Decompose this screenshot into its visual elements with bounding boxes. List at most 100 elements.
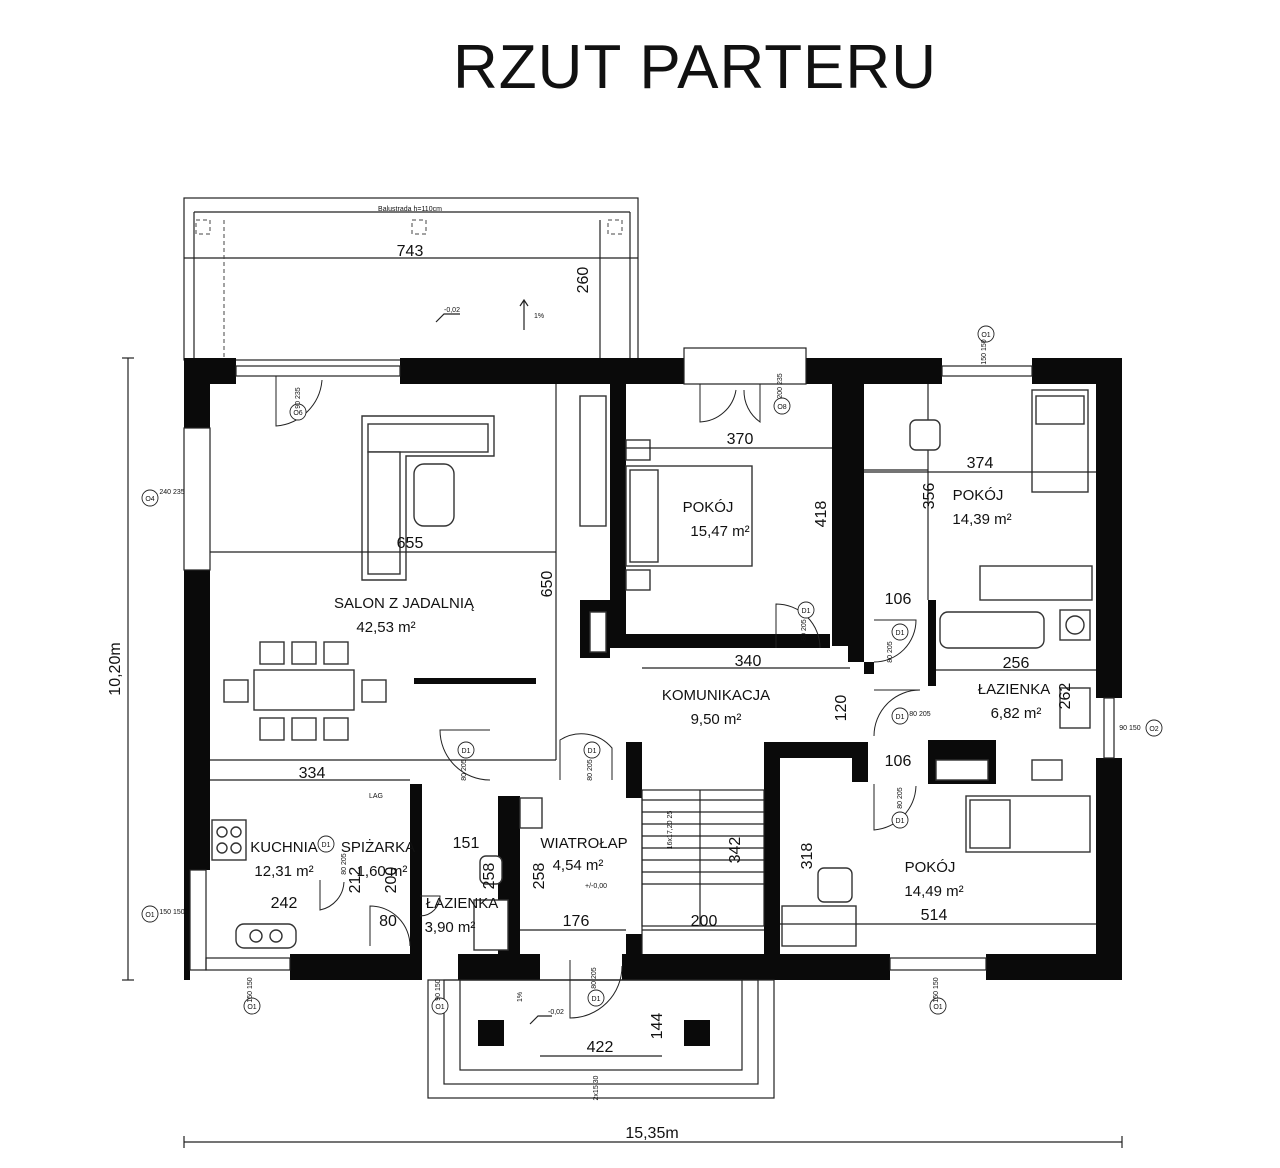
svg-text:90 235: 90 235 — [295, 387, 302, 409]
svg-text:80 205: 80 205 — [461, 759, 468, 781]
dim-pokoj3-width: 514 — [921, 907, 948, 924]
overall-width-dim: 15,35m — [625, 1125, 678, 1142]
dim-vestibule-width: 176 — [563, 913, 590, 930]
svg-text:80 205: 80 205 — [909, 711, 931, 718]
dim-pokoj3-height: 318 — [799, 843, 816, 870]
svg-text:240 235: 240 235 — [159, 489, 184, 496]
room-name-lazienka-1: ŁAZIENKA — [978, 681, 1051, 698]
svg-text:O1: O1 — [435, 1004, 444, 1011]
terrace: Balustrada h=110cm 743 260 -0,02 1% — [183, 197, 639, 361]
svg-text:200 235: 200 235 — [777, 373, 784, 398]
tag-d1-bath: D1 80 205 — [891, 707, 931, 725]
interior-walls — [210, 384, 996, 954]
room-name-spizarka: SPIŻARKA — [341, 838, 415, 856]
svg-text:O1: O1 — [247, 1004, 256, 1011]
terrace-note: Balustrada h=110cm — [378, 206, 442, 213]
svg-text:80 205: 80 205 — [587, 759, 594, 781]
dim-salon-height: 650 — [539, 571, 556, 598]
terrace-level: -0,02 — [444, 307, 460, 314]
room-area-lazienka-1: 6,82 m² — [991, 705, 1042, 722]
tag-o1-left: O1 150 150 — [141, 905, 185, 923]
room-name-pokoj-3: POKÓJ — [905, 859, 956, 876]
room-area-pokoj-3: 14,49 m² — [904, 883, 963, 900]
opening-tags: O6 90 235 O8 200 235 O4 240 235 O1 150 1… — [141, 325, 1163, 1015]
stairs-note: 16x17,20 25 — [667, 811, 674, 850]
tag-d1-vestibule: D1 80 205 — [583, 741, 601, 781]
svg-text:80 205: 80 205 — [887, 641, 894, 663]
svg-text:90 150: 90 150 — [1119, 725, 1141, 732]
tag-o8: O8 200 235 — [773, 373, 791, 415]
dim-bath-height: 262 — [1057, 683, 1074, 710]
page-title: RZUT PARTERU — [453, 33, 937, 102]
svg-text:O1: O1 — [981, 332, 990, 339]
porch-slope: 1% — [517, 992, 524, 1002]
dim-106-lower: 106 — [885, 753, 912, 770]
room-name-pokoj-1: POKÓJ — [683, 499, 734, 516]
dim-stairs-height: 342 — [727, 837, 744, 864]
terrace-slope: 1% — [534, 313, 544, 320]
svg-text:D1: D1 — [322, 842, 331, 849]
furniture — [211, 389, 1093, 951]
stairs: 16x17,20 25 — [641, 789, 765, 927]
porch-steps: 2x15 30 — [593, 1075, 600, 1100]
dim-pokoj2-height: 356 — [921, 483, 938, 510]
svg-text:O8: O8 — [777, 404, 786, 411]
pantry-note: LAG — [369, 793, 383, 800]
tag-d1-bedroom3: D1 80 205 — [891, 787, 909, 829]
svg-text:150 150: 150 150 — [933, 977, 940, 1002]
svg-text:80 205: 80 205 — [341, 853, 348, 875]
svg-text:D1: D1 — [592, 996, 601, 1003]
tag-d1-bedroom2: D1 80 205 — [887, 623, 909, 663]
tag-o1-bottom-left: O1 150 150 — [243, 977, 261, 1015]
svg-text:150 150: 150 150 — [159, 909, 184, 916]
room-name-komunikacja: KOMUNIKACJA — [662, 687, 770, 704]
svg-text:150 150: 150 150 — [247, 977, 254, 1002]
svg-text:D1: D1 — [802, 608, 811, 615]
room-area-spizarka: 1,60 m² — [357, 863, 408, 880]
tag-o1-bottom-right: O1 150 150 — [929, 977, 947, 1015]
tag-o6: O6 90 235 — [289, 387, 307, 421]
porch: -0,02 1% 2x15 30 — [427, 979, 775, 1100]
room-name-kuchnia: KUCHNIA — [250, 839, 318, 856]
room-area-wiatrolap: 4,54 m² — [553, 857, 604, 874]
dim-pokoj1-height: 418 — [813, 501, 830, 528]
dim-hall-height: 120 — [833, 695, 850, 722]
exterior-walls — [183, 347, 1122, 980]
svg-text:O1: O1 — [933, 1004, 942, 1011]
svg-text:80 205: 80 205 — [897, 787, 904, 809]
tag-o2: O2 90 150 — [1119, 719, 1163, 737]
room-name-wiatrolap: WIATROŁAP — [540, 835, 627, 852]
room-name-pokoj-2: POKÓJ — [953, 487, 1004, 504]
svg-text:80 205: 80 205 — [801, 619, 808, 641]
tag-o3: O1 90 150 — [431, 979, 449, 1015]
tag-d1-bedroom1: D1 80 205 — [797, 601, 815, 641]
svg-text:D1: D1 — [896, 630, 905, 637]
room-area-salon: 42,53 m² — [356, 619, 415, 636]
room-name-salon: SALON Z JADALNIĄ — [334, 595, 475, 612]
dim-106-upper: 106 — [885, 591, 912, 608]
tag-o4: O4 240 235 — [141, 489, 185, 507]
room-area-pokoj-1: 15,47 m² — [690, 523, 749, 540]
dim-salon-width: 655 — [397, 535, 424, 552]
dim-stairs-width: 200 — [691, 913, 718, 930]
svg-text:D1: D1 — [896, 818, 905, 825]
overall-height-dim: 10,20m — [107, 642, 124, 695]
terrace-depth-dim: 260 — [575, 267, 592, 294]
dim-pantry-height: 212 — [347, 867, 364, 894]
svg-text:D1: D1 — [462, 748, 471, 755]
dim-porch-width: 422 — [587, 1039, 614, 1056]
tag-d1-entrance: D1 80 205 — [587, 967, 605, 1007]
room-area-pokoj-2: 14,39 m² — [952, 511, 1011, 528]
dim-pokoj1-width: 370 — [727, 431, 754, 448]
room-area-kuchnia: 12,31 m² — [254, 863, 313, 880]
porch-level: -0,02 — [548, 1009, 564, 1016]
dim-hall-width: 340 — [735, 653, 762, 670]
svg-text:80 205: 80 205 — [591, 967, 598, 989]
svg-text:O6: O6 — [293, 410, 302, 417]
svg-text:O4: O4 — [145, 496, 154, 503]
dim-porch-depth: 144 — [649, 1013, 666, 1040]
dim-bath-width: 256 — [1003, 655, 1030, 672]
dim-bath2-width: 151 — [453, 835, 480, 852]
dim-200-pantry: 200 — [383, 867, 400, 894]
tag-d1-kitchen: D1 80 205 — [457, 741, 475, 781]
